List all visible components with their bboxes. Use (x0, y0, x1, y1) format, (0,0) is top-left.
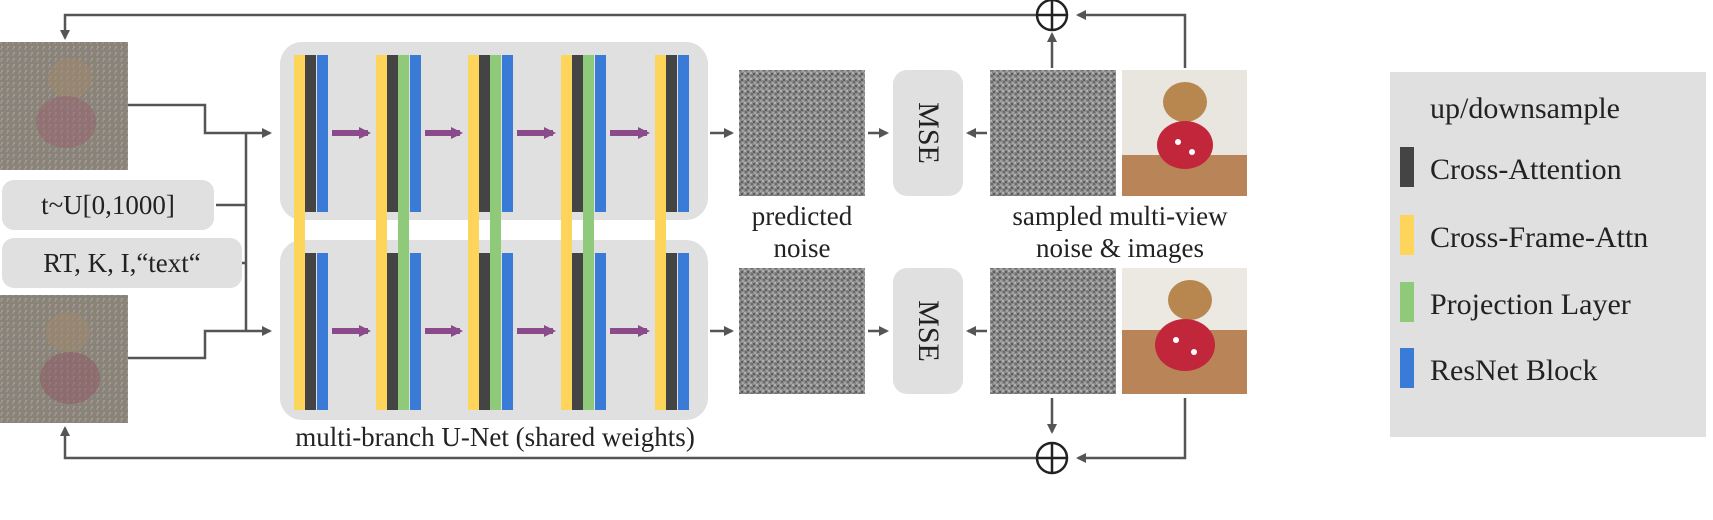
legend-item-updown: up/downsample (1390, 86, 1706, 126)
legend-item-cross-frame-attn: Cross-Frame-Attn (1390, 215, 1706, 255)
clean-view-image-top (1122, 70, 1247, 196)
cross-attn-bar (572, 55, 583, 212)
cross-attn-bar (479, 55, 490, 212)
predicted-noise-label: predicted noise (751, 201, 853, 263)
legend-item-cross-attention: Cross-Attention (1390, 147, 1706, 187)
legend-label: Cross-Frame-Attn (1430, 221, 1649, 254)
input-connectors (128, 103, 272, 360)
crossframe-link-4 (561, 55, 572, 410)
resnet-bar (595, 55, 606, 212)
legend-swatch (1400, 348, 1414, 388)
unet-caption: multi-branch U-Net (shared weights) (295, 422, 695, 452)
timestep-input: t~U[0,1000] (2, 180, 214, 230)
flow-arrows (60, 10, 1187, 463)
unet-top-blocks (305, 55, 689, 212)
conditioning-input: RT, K, I,“text“ (2, 238, 242, 288)
mse-box-top (893, 70, 963, 196)
resnet-bar (678, 55, 689, 212)
cross-attn-bar (572, 253, 583, 410)
crossframe-link-1 (294, 55, 305, 410)
mse-label-bottom: MSE (893, 268, 963, 394)
resnet-bar (317, 55, 328, 212)
projection-link-4 (583, 55, 594, 410)
crossframe-link-3 (468, 55, 479, 410)
legend-swatch (1400, 215, 1414, 255)
resnet-bar (502, 253, 513, 410)
sampled-noise-bottom (990, 268, 1116, 394)
resnet-bar (502, 55, 513, 212)
resnet-bar (595, 253, 606, 410)
legend-label: Cross-Attention (1430, 153, 1622, 186)
add-node-bottom (1035, 441, 1069, 475)
resnet-bar (317, 253, 328, 410)
noisy-input-image-top (0, 42, 128, 170)
legend-swatch (1400, 282, 1414, 322)
cross-attn-bar (666, 253, 677, 410)
cross-attn-bar (666, 55, 677, 212)
resnet-bar (410, 55, 421, 212)
mse-label-top: MSE (893, 70, 963, 196)
downsample-arrows (332, 127, 650, 337)
clean-view-image-bottom (1122, 268, 1247, 394)
projection-link-3 (490, 55, 501, 410)
add-node-top (1035, 0, 1069, 32)
cross-attn-bar (387, 55, 398, 212)
legend-label: up/downsample (1430, 92, 1620, 125)
cross-attn-bar (387, 253, 398, 410)
legend-label: Projection Layer (1430, 288, 1631, 321)
sampled-noise-images-label: sampled multi-view noise & images (1012, 201, 1228, 263)
legend-item-resnet-block: ResNet Block (1390, 348, 1706, 388)
mse-text: MSE (912, 102, 945, 164)
sampled-noise-top (990, 70, 1116, 196)
legend-label: ResNet Block (1430, 354, 1598, 387)
legend-item-projection-layer: Projection Layer (1390, 282, 1706, 322)
predicted-noise-bottom (739, 268, 865, 394)
cross-attn-bar (305, 55, 316, 212)
projection-link-2 (398, 55, 409, 410)
mse-box-bottom (893, 268, 963, 394)
resnet-bar (410, 253, 421, 410)
cross-attn-bar (305, 253, 316, 410)
predicted-noise-top (739, 70, 865, 196)
noisy-input-image-bottom (0, 295, 128, 423)
legend: up/downsample Cross-Attention Cross-Fram… (1390, 72, 1706, 437)
crossframe-link-5 (655, 55, 666, 410)
crossframe-link-2 (376, 55, 387, 410)
unet-bottom-blocks (305, 253, 689, 410)
legend-swatch (1400, 147, 1414, 187)
mse-text: MSE (912, 300, 945, 362)
resnet-bar (678, 253, 689, 410)
cross-attn-bar (479, 253, 490, 410)
